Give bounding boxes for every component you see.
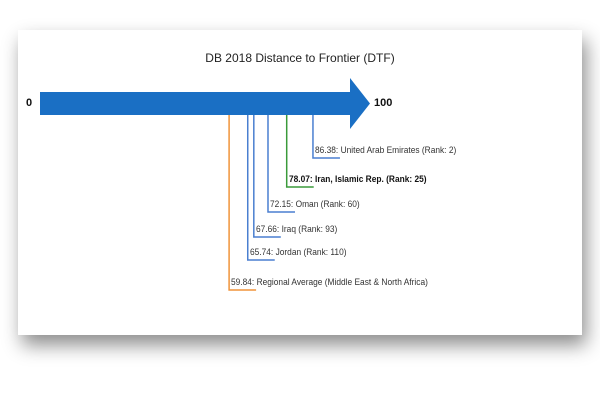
- data-label: 86.38: United Arab Emirates (Rank: 2): [315, 145, 456, 156]
- data-value: 65.74: [249, 247, 271, 258]
- leader-line: [228, 115, 257, 291]
- data-value: 86.38: [314, 145, 336, 156]
- country-label: : Regional Average (Middle East & North …: [252, 277, 428, 288]
- data-label: 67.66: Iraq (Rank: 93): [256, 224, 337, 235]
- data-label: 78.07: Iran, Islamic Rep. (Rank: 25): [289, 174, 427, 185]
- country-label: : United Arab Emirates (Rank: 2): [335, 145, 457, 156]
- axis-min-label: 0: [26, 97, 33, 109]
- data-label: 65.74: Jordan (Rank: 110): [250, 247, 347, 258]
- country-label: : Jordan (Rank: 110): [270, 247, 347, 258]
- chart-card: [18, 30, 582, 335]
- data-value: 67.66: [255, 224, 277, 235]
- data-value: 59.84: [231, 277, 253, 288]
- arrow-shaft: [40, 92, 352, 115]
- leader-line: [246, 115, 275, 261]
- country-label: : Iraq (Rank: 93): [276, 224, 338, 235]
- chart-title: DB 2018 Distance to Frontier (DTF): [205, 51, 395, 65]
- data-label: 59.84: Regional Average (Middle East & N…: [231, 277, 428, 288]
- data-label: 72.15: Oman (Rank: 60): [270, 199, 360, 210]
- country-label: : Oman (Rank: 60): [290, 199, 360, 210]
- country-label: : Iran, Islamic Rep. (Rank: 25): [309, 174, 427, 185]
- leader-line: [285, 115, 314, 188]
- data-value: 72.15: [269, 199, 291, 210]
- data-value: 78.07: [288, 174, 310, 185]
- leader-line: [312, 115, 340, 159]
- axis-max-label: 100: [374, 97, 393, 109]
- leader-line: [253, 115, 281, 238]
- arrow-head: [350, 78, 370, 129]
- leader-line: [267, 115, 295, 213]
